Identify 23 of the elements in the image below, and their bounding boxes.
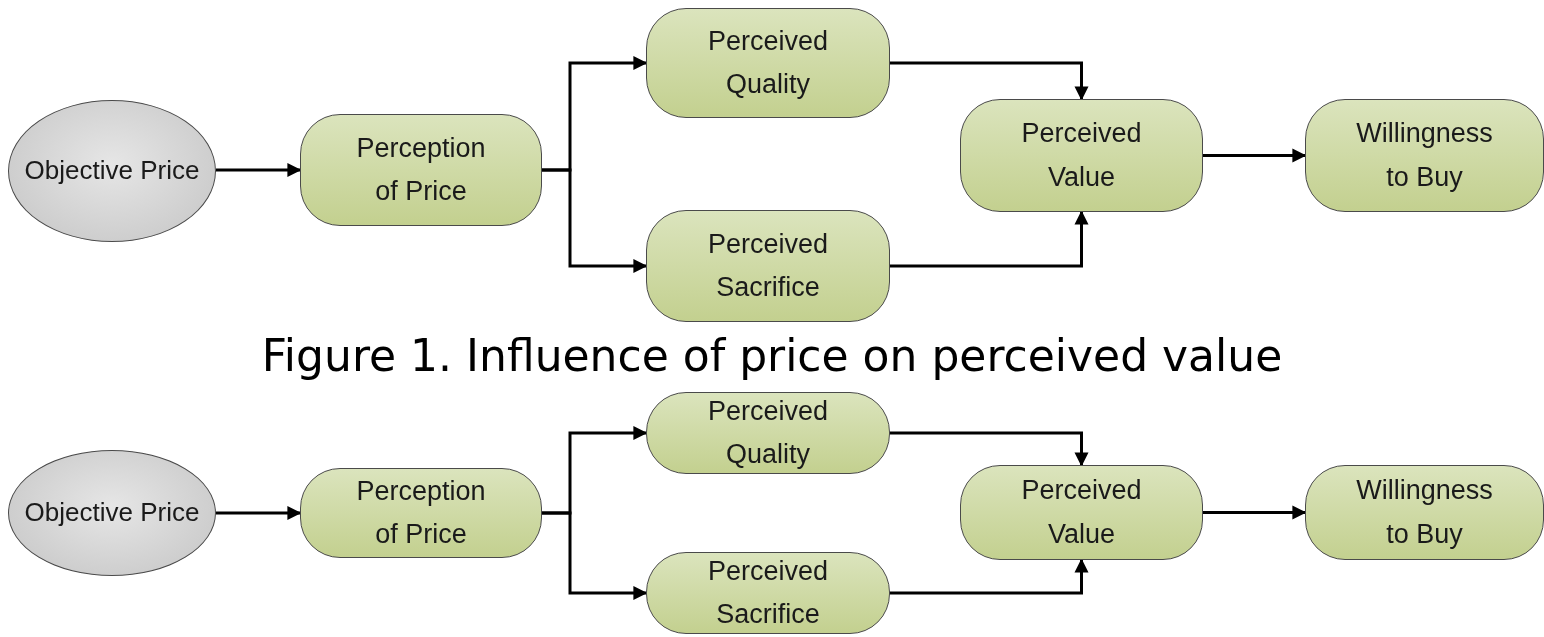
arrow [890, 210, 1089, 268]
process-box: Perceived Quality [646, 8, 890, 118]
process-box: Perceived Value [960, 465, 1203, 560]
arrow [216, 163, 302, 177]
process-box: Perceived Sacrifice [646, 552, 890, 634]
process-box: Perception of Price [300, 114, 542, 226]
arrow [890, 61, 1089, 101]
arrow [542, 511, 648, 600]
arrow [1203, 148, 1307, 163]
arrow [890, 431, 1089, 467]
figure-caption: Figure 1. Influence of price on perceived value [261, 330, 1283, 382]
process-box: Perceived Quality [646, 392, 890, 474]
ellipse-node: Objective Price [8, 100, 216, 242]
process-box: Willingness to Buy [1305, 99, 1544, 212]
process-box: Perception of Price [300, 468, 542, 558]
ellipse-node: Objective Price [8, 450, 216, 576]
arrow [542, 168, 648, 273]
process-box: Willingness to Buy [1305, 465, 1544, 560]
process-box: Perceived Sacrifice [646, 210, 890, 322]
arrow [890, 558, 1089, 595]
process-box: Perceived Value [960, 99, 1203, 212]
arrow [1203, 505, 1307, 520]
arrow [216, 506, 302, 520]
